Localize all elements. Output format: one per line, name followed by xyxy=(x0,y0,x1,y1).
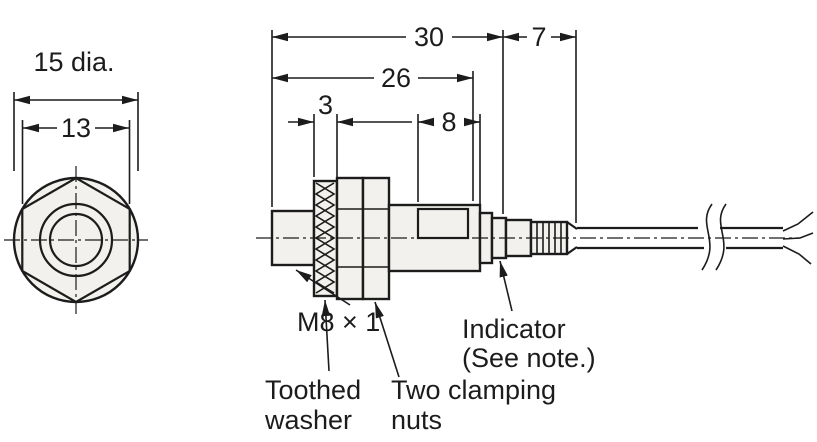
dim-8-text: 8 xyxy=(441,107,456,137)
label-clamping-nuts: Two clamping nuts xyxy=(374,301,556,435)
strain-relief-taper xyxy=(566,221,578,255)
label-thread: M8 × 1 xyxy=(295,269,380,337)
washer-label-line2: washer xyxy=(264,405,352,435)
cable xyxy=(577,203,814,271)
dimension-15-dia: 15 dia. xyxy=(13,47,139,171)
cable-break-curve xyxy=(715,203,727,271)
dimension-7: 7 xyxy=(503,22,577,223)
dim-26-text: 26 xyxy=(381,63,411,93)
nuts-label-line1: Two clamping xyxy=(391,375,556,405)
dimension-8: 8 xyxy=(417,107,481,209)
leader-line xyxy=(321,299,331,372)
indicator-window xyxy=(416,207,470,240)
cable-break-curve xyxy=(701,203,713,271)
leader-line xyxy=(499,260,513,312)
cable-wire-end xyxy=(782,245,812,265)
dimension-30: 30 xyxy=(271,22,504,214)
indicator-label-line2: (See note.) xyxy=(462,343,596,373)
washer-serration xyxy=(314,182,336,294)
front-view: 15 dia. 13 xyxy=(4,47,148,314)
dim-7-text: 7 xyxy=(531,22,546,52)
dimension-13: 13 xyxy=(21,113,131,204)
dim-30-text: 30 xyxy=(414,22,444,52)
leader-line xyxy=(374,301,400,378)
leader-line xyxy=(295,269,351,306)
side-view: 30 7 26 3 8 xyxy=(256,22,814,435)
dim-13-text: 13 xyxy=(61,113,91,143)
dimension-26: 26 xyxy=(272,63,474,201)
nuts-label-line2: nuts xyxy=(391,405,442,435)
sensor-body xyxy=(256,176,814,301)
indicator-label-line1: Indicator xyxy=(462,314,566,344)
washer-label-line1: Toothed xyxy=(265,375,361,405)
thread-label-text: M8 × 1 xyxy=(297,307,380,337)
dim-15-dia-text: 15 dia. xyxy=(33,47,114,77)
label-toothed-washer: Toothed washer xyxy=(264,299,361,435)
dim-3-text: 3 xyxy=(318,90,333,120)
label-indicator: Indicator (See note.) xyxy=(462,260,596,373)
dimension-3: 3 xyxy=(288,90,412,177)
cable-wire-end xyxy=(782,211,814,232)
